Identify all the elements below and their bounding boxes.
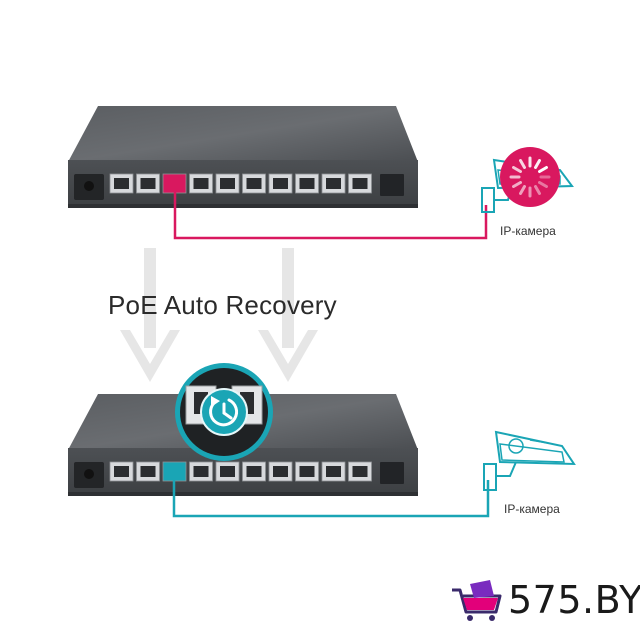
- port-socket: [246, 178, 262, 189]
- brand-name: 575.BY: [508, 578, 640, 622]
- port-socket: [326, 178, 341, 189]
- loading-tick: [538, 166, 548, 173]
- port-socket: [352, 466, 368, 477]
- page-title: PoE Auto Recovery: [108, 290, 337, 320]
- restart-icon: [209, 396, 239, 427]
- down-arrow-icon-right: [258, 248, 318, 382]
- port-socket: [299, 466, 315, 477]
- port-socket: [299, 178, 315, 189]
- port-socket: [167, 466, 182, 477]
- sfp-slot: [380, 174, 404, 196]
- magnifier: [175, 363, 273, 461]
- port-socket: [326, 466, 341, 477]
- loading-icon: [509, 156, 551, 198]
- port-socket: [114, 466, 129, 477]
- port-socket: [220, 466, 235, 477]
- loading-tick: [512, 166, 522, 173]
- loading-tick: [534, 185, 541, 195]
- loading-tick: [512, 181, 522, 188]
- loading-tick: [519, 185, 526, 195]
- loading-tick: [519, 159, 526, 169]
- sfp-slot: [380, 462, 404, 484]
- port-socket: [273, 178, 288, 189]
- port-row-bottom: [109, 461, 372, 482]
- port-socket: [140, 178, 156, 189]
- port-socket: [140, 466, 156, 477]
- loading-tick: [538, 181, 548, 188]
- cable-bottom: [172, 478, 490, 518]
- port-socket: [352, 178, 368, 189]
- down-arrow-icon-left: [120, 248, 180, 382]
- port-socket: [114, 178, 129, 189]
- camera-label-top: IP-камера: [500, 224, 556, 238]
- cable-top: [173, 190, 488, 240]
- port-socket: [167, 178, 182, 189]
- shopping-cart-icon: [452, 580, 502, 621]
- port-socket: [220, 178, 235, 189]
- port-socket: [246, 466, 262, 477]
- port-socket: [193, 466, 209, 477]
- switch-top: [68, 106, 418, 208]
- brand-logo: 575.BY: [452, 577, 640, 623]
- port-socket: [273, 466, 288, 477]
- ip-camera-icon-top: [481, 147, 574, 213]
- ip-camera-icon-bottom: [483, 430, 576, 491]
- loading-tick: [534, 159, 541, 169]
- camera-label-bottom: IP-камера: [504, 502, 560, 516]
- port-socket: [193, 178, 209, 189]
- port-row-top: [109, 173, 372, 194]
